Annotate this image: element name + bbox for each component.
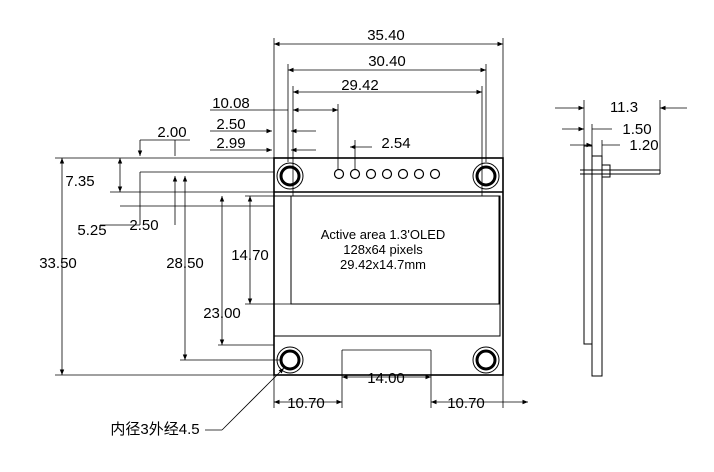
dim-side-1-50: 1.50 [562, 121, 652, 156]
dim-10-08: 10.08 [210, 95, 339, 170]
dim-active-area-height: 14.70 [231, 195, 291, 305]
dim-board-width: 35.40 [273, 27, 504, 158]
header-pin [349, 168, 361, 180]
dim-7-35: 7.35 [55, 157, 274, 193]
svg-text:2.54: 2.54 [381, 135, 410, 152]
svg-text:1.50: 1.50 [622, 121, 651, 138]
dim-pin-pitch: 2.54 [350, 135, 411, 170]
dim-bottom-right: 10.70 [431, 375, 528, 412]
dim-5-25: 5.25 [77, 171, 274, 239]
header-pins [333, 168, 441, 180]
dim-hole-spacing-y: 28.50 [166, 176, 280, 361]
dim-2-50-left: 2.50 [120, 176, 274, 234]
mounting-hole-top-left [276, 162, 304, 190]
header-pin [429, 168, 441, 180]
header-pin [381, 168, 393, 180]
dim-23-00: 23.00 [203, 196, 274, 346]
svg-text:30.40: 30.40 [368, 53, 406, 70]
dim-bottom-center: 14.00 [341, 349, 432, 408]
svg-text:35.40: 35.40 [367, 27, 405, 44]
dim-board-height: 33.50 [39, 158, 274, 376]
svg-text:5.25: 5.25 [77, 222, 106, 239]
svg-text:10.70: 10.70 [287, 395, 325, 412]
dim-2-50-top: 2.50 [210, 116, 316, 134]
svg-text:2.00: 2.00 [157, 124, 186, 141]
svg-text:29.42: 29.42 [341, 77, 379, 94]
side-pcb [583, 145, 593, 345]
active-area-size: 29.42x14.7mm [340, 257, 426, 272]
svg-text:1.20: 1.20 [629, 137, 658, 154]
active-area-resolution: 128x64 pixels [343, 242, 423, 257]
svg-text:14.70: 14.70 [231, 247, 269, 264]
svg-text:23.00: 23.00 [203, 305, 241, 322]
dim-bottom-left: 10.70 [273, 375, 342, 412]
mounting-hole-bottom-left [276, 346, 304, 374]
front-view: Active area 1.3'OLED 128x64 pixels 29.42… [39, 27, 528, 438]
svg-text:7.35: 7.35 [65, 173, 94, 190]
header-pin [365, 168, 377, 180]
header-pin [413, 168, 425, 180]
mounting-hole-bottom-right [472, 346, 500, 374]
dim-2-00: 2.00 [137, 124, 190, 156]
dim-hole-spacing-x: 30.40 [287, 53, 487, 162]
header-pin [397, 168, 409, 180]
svg-text:33.50: 33.50 [39, 255, 77, 272]
dim-2-99: 2.99 [210, 135, 316, 153]
active-area-title: Active area 1.3'OLED [321, 227, 446, 242]
hole-note-leader: 内径3外经4.5 [110, 367, 285, 438]
svg-text:2.50: 2.50 [129, 217, 158, 234]
svg-text:2.50: 2.50 [216, 116, 245, 133]
dim-active-area-width: 29.42 [292, 77, 483, 196]
side-display [591, 155, 603, 377]
mounting-hole-top-right [472, 162, 500, 190]
side-header-block [601, 164, 611, 178]
svg-text:2.99: 2.99 [216, 135, 245, 152]
side-view: 11.3 1.50 1.20 [555, 99, 687, 377]
svg-text:10.08: 10.08 [212, 95, 250, 112]
dim-side-1-20: 1.20 [570, 137, 659, 156]
active-area-outline [290, 195, 500, 305]
svg-text:28.50: 28.50 [166, 255, 204, 272]
svg-text:11.3: 11.3 [610, 99, 638, 116]
hole-note-text: 内径3外经4.5 [110, 421, 199, 438]
header-pin [333, 168, 345, 180]
dim-total-thickness: 11.3 [555, 99, 687, 170]
svg-text:10.70: 10.70 [447, 395, 485, 412]
svg-text:14.00: 14.00 [367, 370, 405, 387]
